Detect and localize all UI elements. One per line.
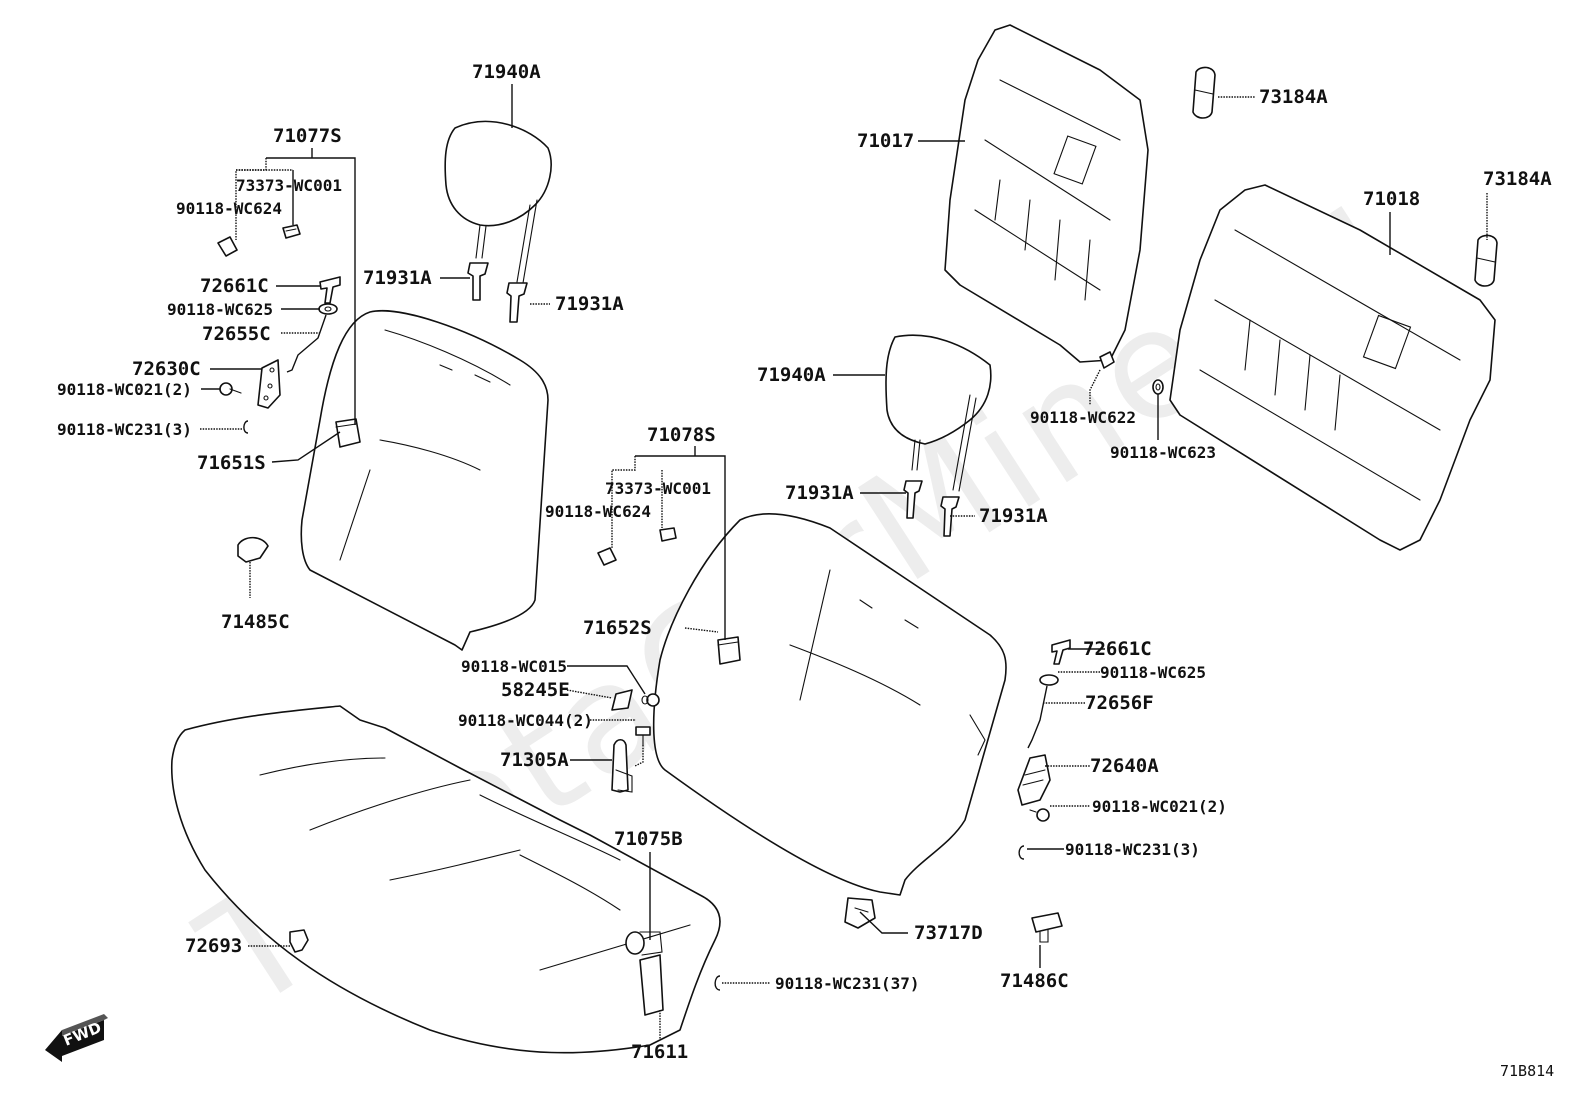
label-71651S[interactable]: 71651S bbox=[197, 452, 266, 474]
bracket-58245E bbox=[611, 689, 633, 711]
label-90118-WC625-right[interactable]: 90118-WC625 bbox=[1100, 663, 1206, 682]
label-71931A-right-1[interactable]: 71931A bbox=[785, 482, 854, 504]
headrest-right bbox=[885, 334, 992, 492]
cover-71611 bbox=[639, 954, 664, 1016]
rod-72656F bbox=[1027, 685, 1048, 749]
hog-ring-90118-WC231-right bbox=[1018, 845, 1025, 860]
label-71611[interactable]: 71611 bbox=[631, 1041, 688, 1063]
frame-71017 bbox=[944, 24, 1149, 363]
clip-73717D bbox=[844, 897, 876, 929]
knob-72661C-left bbox=[319, 276, 341, 304]
seat-cushion bbox=[170, 705, 721, 1054]
clip-72693 bbox=[289, 929, 309, 953]
label-90118-WC624-mid[interactable]: 90118-WC624 bbox=[545, 502, 651, 521]
washer-90118-WC625-left bbox=[318, 303, 338, 315]
diagram-code: 71B814 bbox=[1500, 1062, 1554, 1080]
label-58245E[interactable]: 58245E bbox=[501, 679, 570, 701]
frame-71018 bbox=[1169, 184, 1496, 551]
label-71305A[interactable]: 71305A bbox=[500, 749, 569, 771]
label-73184A-1[interactable]: 73184A bbox=[1259, 86, 1328, 108]
bolt-90118-WC021-left bbox=[219, 382, 242, 396]
label-71078S[interactable]: 71078S bbox=[647, 424, 716, 446]
label-90118-WC015[interactable]: 90118-WC015 bbox=[461, 657, 567, 676]
label-90118-WC625-left[interactable]: 90118-WC625 bbox=[167, 300, 273, 319]
rod-72655C bbox=[286, 314, 327, 373]
bolt-90118-WC044 bbox=[634, 726, 651, 767]
label-73717D[interactable]: 73717D bbox=[914, 922, 983, 944]
label-73373-WC001-left[interactable]: 73373-WC001 bbox=[236, 176, 342, 195]
cap-90118-WC624-mid bbox=[597, 547, 617, 566]
label-71486C[interactable]: 71486C bbox=[1000, 970, 1069, 992]
clip-73373-WC001-mid bbox=[659, 527, 677, 542]
cover-71486C bbox=[1031, 912, 1063, 943]
headrest-left bbox=[444, 120, 552, 284]
washer-90118-WC623 bbox=[1152, 379, 1164, 395]
label-72693[interactable]: 72693 bbox=[185, 935, 242, 957]
knob-72661C-right bbox=[1051, 639, 1071, 665]
label-90118-WC021-left[interactable]: 90118-WC021(2) bbox=[57, 380, 192, 399]
headrest-guide-left-2 bbox=[506, 282, 528, 323]
label-71018[interactable]: 71018 bbox=[1363, 188, 1420, 210]
center-seatback-cushion bbox=[652, 513, 1007, 896]
label-72655C[interactable]: 72655C bbox=[202, 323, 271, 345]
label-71075B[interactable]: 71075B bbox=[614, 828, 683, 850]
label-90118-WC231-left[interactable]: 90118-WC231(3) bbox=[57, 420, 192, 439]
button-73184A-1 bbox=[1192, 66, 1216, 119]
label-71931A-left-1[interactable]: 71931A bbox=[363, 267, 432, 289]
label-90118-WC624-left[interactable]: 90118-WC624 bbox=[176, 199, 282, 218]
cap-90118-WC624-left bbox=[217, 236, 238, 257]
leader-lines bbox=[200, 84, 1488, 1040]
label-73373-WC001-mid[interactable]: 73373-WC001 bbox=[605, 479, 711, 498]
label-72640A[interactable]: 72640A bbox=[1090, 755, 1159, 777]
label-71940A-right[interactable]: 71940A bbox=[757, 364, 826, 386]
pad-71075B bbox=[625, 931, 663, 956]
label-71017[interactable]: 71017 bbox=[857, 130, 914, 152]
label-71931A-left-2[interactable]: 71931A bbox=[555, 293, 624, 315]
part-labels: 71940A 71077S 73373-WC001 90118-WC624 71… bbox=[57, 61, 1552, 1063]
label-90118-WC622[interactable]: 90118-WC622 bbox=[1030, 408, 1136, 427]
headrest-guide-left-1 bbox=[467, 262, 489, 301]
clip-73373-WC001-left bbox=[282, 224, 301, 239]
label-90118-WC623[interactable]: 90118-WC623 bbox=[1110, 443, 1216, 462]
washer-90118-WC625-right bbox=[1039, 674, 1059, 686]
cover-71485C bbox=[237, 536, 269, 598]
label-72656F[interactable]: 72656F bbox=[1085, 692, 1154, 714]
label-71485C[interactable]: 71485C bbox=[221, 611, 290, 633]
hog-ring-90118-WC231-left bbox=[243, 420, 249, 434]
label-71940A-left[interactable]: 71940A bbox=[472, 61, 541, 83]
left-seatback-cushion bbox=[300, 310, 549, 651]
bolt-90118-WC015 bbox=[641, 693, 660, 707]
label-90118-WC231-right[interactable]: 90118-WC231(3) bbox=[1065, 840, 1200, 859]
label-71077S[interactable]: 71077S bbox=[273, 125, 342, 147]
cover-71651S bbox=[335, 418, 361, 448]
button-73184A-2 bbox=[1474, 234, 1498, 287]
cover-71652S bbox=[717, 636, 741, 665]
label-71931A-right-2[interactable]: 71931A bbox=[979, 505, 1048, 527]
bolt-90118-WC021-right bbox=[1029, 808, 1050, 822]
lock-72640A bbox=[1017, 754, 1051, 806]
fwd-arrow-icon: FWD bbox=[45, 1014, 108, 1062]
hog-ring-90118-WC231-37 bbox=[714, 975, 721, 991]
nut-90118-WC622 bbox=[1099, 351, 1115, 369]
label-72661C-left[interactable]: 72661C bbox=[200, 275, 269, 297]
label-72630C[interactable]: 72630C bbox=[132, 358, 201, 380]
label-72661C-right[interactable]: 72661C bbox=[1083, 638, 1152, 660]
label-90118-WC044[interactable]: 90118-WC044(2) bbox=[458, 711, 593, 730]
label-73184A-2[interactable]: 73184A bbox=[1483, 168, 1552, 190]
lock-72630C bbox=[257, 359, 281, 409]
headrest-guide-right-1 bbox=[903, 480, 923, 519]
label-71652S[interactable]: 71652S bbox=[583, 617, 652, 639]
label-90118-WC231-37[interactable]: 90118-WC231(37) bbox=[775, 974, 920, 993]
hinge-71305A bbox=[611, 738, 633, 793]
label-90118-WC021-right[interactable]: 90118-WC021(2) bbox=[1092, 797, 1227, 816]
